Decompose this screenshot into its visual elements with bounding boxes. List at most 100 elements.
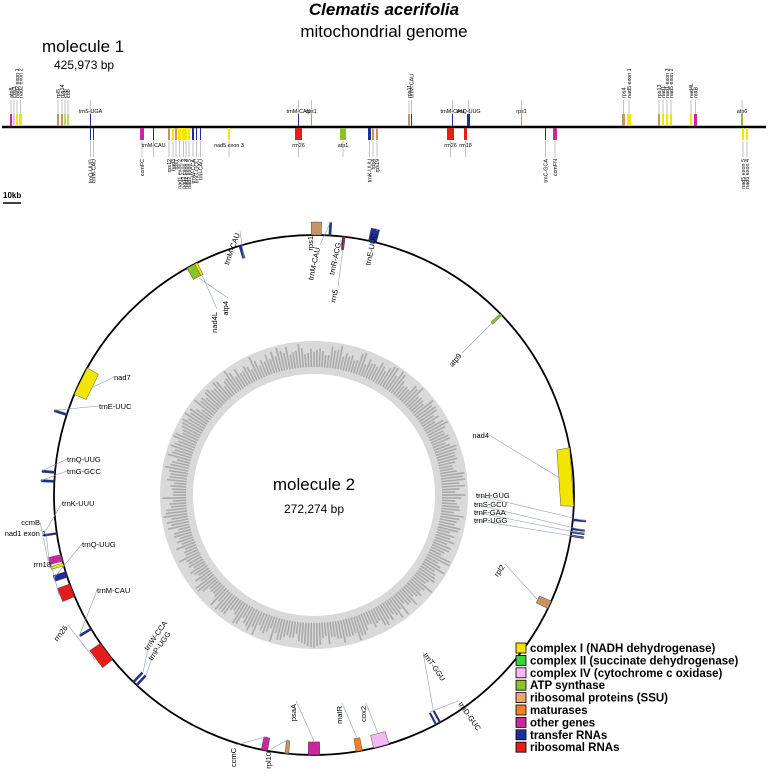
gc-tick bbox=[205, 397, 220, 410]
m1-gene-rps7-down6 bbox=[175, 128, 177, 140]
m2-gene-nad4-11 bbox=[556, 447, 574, 507]
gc-tick bbox=[397, 386, 408, 399]
gc-tick bbox=[342, 353, 348, 371]
gc-tick bbox=[167, 523, 190, 530]
m2-label-rpl10-34: rpl10 bbox=[264, 752, 273, 769]
legend-swatch-mat bbox=[515, 704, 527, 716]
m1-label-nad4l-up22: nad4L bbox=[689, 83, 695, 98]
m2-label-matr-31: matR bbox=[335, 705, 344, 724]
m1-gene-cox3-up1 bbox=[13, 114, 15, 126]
m1-label-nad5-exon-5-down24: nad5 exon 5 bbox=[741, 159, 747, 189]
gc-tick bbox=[200, 400, 216, 415]
gc-tick bbox=[417, 406, 437, 421]
legend-label-atp: ATP synthase bbox=[530, 680, 605, 692]
gc-tick bbox=[295, 621, 299, 635]
gc-tick bbox=[172, 461, 190, 467]
gc-tick bbox=[439, 467, 454, 472]
m2-leader-19 bbox=[39, 521, 49, 562]
gc-tick bbox=[441, 481, 460, 486]
m2-label-rrn26-25: rrn26 bbox=[52, 624, 70, 643]
gc-tick bbox=[367, 610, 377, 628]
gc-tick bbox=[269, 358, 276, 374]
m1-label-nad2-exon-1-up2: nad2 exon 1 bbox=[15, 68, 21, 98]
gc-tick bbox=[318, 622, 322, 645]
gc-tick bbox=[337, 620, 343, 639]
m1-gene-rpl5-up4 bbox=[57, 114, 59, 126]
m2-gene-trng-gcc-13 bbox=[41, 479, 55, 483]
gc-tick bbox=[388, 371, 405, 392]
molecule1-size: 425,973 bp bbox=[54, 58, 114, 72]
species-title: Clematis acerifolia bbox=[309, 0, 459, 19]
m1-gene-trnm-cau-up12 bbox=[411, 114, 412, 126]
scale-bar-label: 10kb bbox=[3, 191, 21, 200]
gc-tick bbox=[289, 621, 294, 638]
gc-tick bbox=[420, 414, 435, 425]
m1-label-trnq-uug-down0: trnQ-UUG bbox=[88, 159, 94, 183]
gc-tick bbox=[326, 354, 330, 368]
m2-gene-atp9-8 bbox=[490, 313, 503, 325]
m1-label-nad1-exon-2-down7: nad1 exon 2 bbox=[177, 159, 183, 189]
m2-gene-rrn18-22 bbox=[57, 583, 75, 602]
gc-tick bbox=[187, 418, 205, 430]
m2-gene-trnq-uug-21 bbox=[52, 571, 68, 582]
molecule2-circle bbox=[53, 234, 575, 756]
m2-leader-5 bbox=[337, 250, 343, 288]
gc-tick bbox=[286, 620, 291, 636]
gc-tick bbox=[428, 551, 451, 564]
m1-gene-nad2-exon-1-up2 bbox=[16, 114, 18, 126]
m1-label-trnc-gca-down22: trnC-GCA bbox=[543, 159, 549, 183]
gc-tick bbox=[170, 504, 187, 508]
m1-label-cob-up7: cob bbox=[66, 89, 72, 98]
m2-gene-trnw-cca-26 bbox=[132, 671, 144, 684]
gc-tick bbox=[297, 622, 302, 642]
molecule1-name: molecule 1 bbox=[42, 37, 124, 56]
gc-tick bbox=[438, 523, 461, 531]
m2-leader-6 bbox=[198, 277, 229, 299]
gc-tick bbox=[193, 399, 215, 417]
m2-label-cox2-32: cox2 bbox=[359, 706, 368, 722]
gc-tick bbox=[167, 453, 191, 462]
m1-gene-nad5-exon-5-down24 bbox=[742, 128, 744, 140]
m1-gene-rps13-up18 bbox=[658, 114, 660, 126]
gc-tick bbox=[182, 429, 200, 439]
gc-tick bbox=[195, 573, 215, 590]
gc-tick bbox=[347, 355, 354, 372]
gc-tick bbox=[168, 469, 188, 475]
gc-tick bbox=[164, 465, 189, 472]
m1-label-rps4-up16: rps4 bbox=[621, 88, 627, 99]
gc-tick bbox=[283, 620, 289, 638]
m1-gene-nad5-exon-4-down25 bbox=[746, 128, 748, 140]
m2-gene-matr-31 bbox=[353, 737, 363, 752]
gc-tick bbox=[181, 425, 201, 437]
gc-tick bbox=[269, 351, 278, 373]
gc-tick bbox=[261, 614, 271, 634]
m2-gene-trnp-ugg-27 bbox=[135, 674, 147, 687]
gc-tick bbox=[251, 611, 263, 635]
gc-tick bbox=[441, 504, 460, 508]
m1-label-ccmfc-down2: ccmFC bbox=[140, 159, 146, 176]
gc-tick bbox=[410, 400, 424, 412]
m2-gene-rpl2-23 bbox=[535, 595, 552, 609]
gc-tick bbox=[274, 618, 281, 634]
gc-tick bbox=[418, 567, 436, 580]
molecule2-size: 272,274 bp bbox=[284, 502, 344, 516]
gc-tick bbox=[379, 604, 390, 620]
gc-tick bbox=[379, 367, 392, 386]
gc-tick bbox=[323, 355, 327, 368]
gc-tick bbox=[441, 478, 466, 483]
gc-tick bbox=[372, 608, 381, 622]
m2-gene-trnq-uug-12 bbox=[41, 469, 56, 474]
gc-tick bbox=[204, 391, 222, 408]
m2-leader-15 bbox=[473, 503, 586, 532]
m1-gene-trnm-cau-down3 bbox=[153, 128, 154, 140]
m2-gene-ccmc-33 bbox=[261, 736, 271, 752]
gc-tick bbox=[331, 350, 337, 369]
gc-tick bbox=[220, 594, 236, 613]
m2-leader-12 bbox=[40, 458, 68, 472]
legend-swatch-complexI bbox=[515, 642, 527, 654]
m2-label-trnm-cau-0: trnM-CAU bbox=[222, 232, 242, 266]
gc-tick bbox=[232, 602, 247, 624]
gc-tick bbox=[248, 356, 261, 380]
gc-tick bbox=[306, 622, 310, 647]
m1-gene-rrn26-down15 bbox=[295, 128, 302, 140]
